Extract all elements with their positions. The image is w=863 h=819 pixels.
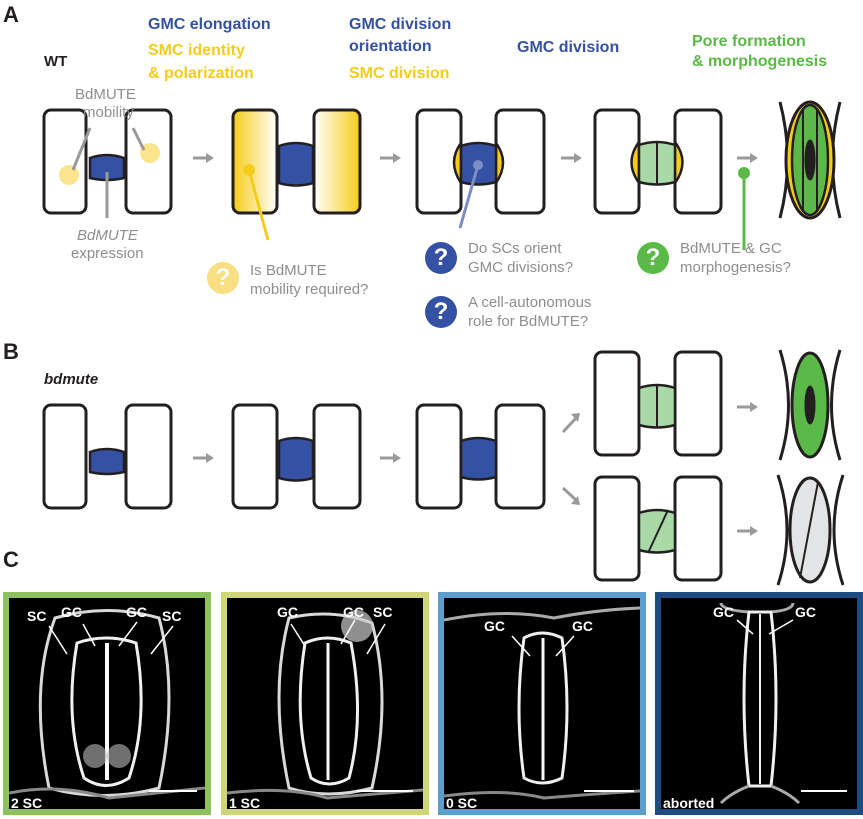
caption-1sc: 1 SC <box>229 795 260 811</box>
wt1-left-cell <box>44 110 86 213</box>
label-gc-right: GC <box>126 604 147 620</box>
question-orientation-1: Do SCs orient <box>468 240 561 258</box>
question-mobility-1: Is BdMUTE <box>250 262 327 280</box>
bdmute-mature-stoma <box>780 350 840 460</box>
label-gc-right: GC <box>795 604 816 620</box>
panel-label-a: A <box>3 3 19 28</box>
stage-gmc-elongation: GMC elongation <box>148 16 271 34</box>
genotype-bdmute: bdmute <box>44 372 98 389</box>
wt-mature-stoma <box>780 102 840 218</box>
question-icon-mobility: ? <box>207 262 239 294</box>
label-gc-left: GC <box>61 604 82 620</box>
label-sc-right: SC <box>162 608 181 624</box>
micrograph-aborted: GC GC aborted <box>655 592 863 815</box>
question-icon-morphogenesis: ? <box>637 242 669 274</box>
caption-aborted: aborted <box>663 795 714 811</box>
caption-2sc: 2 SC <box>11 795 42 811</box>
scale-bar <box>584 790 634 792</box>
stage-smc-polarization: & polarization <box>148 65 254 83</box>
question-icon-autonomous: ? <box>425 296 457 328</box>
wt1-left-smc-dot <box>59 165 79 185</box>
bdmute-lower-outcome <box>595 477 721 580</box>
stage-smc-identity: SMC identity <box>148 42 245 60</box>
question-autonomous-2: role for BdMUTE? <box>468 313 588 331</box>
arrow-b-down <box>563 488 576 500</box>
micrograph-1sc: GC GC SC 1 SC <box>221 592 429 815</box>
bdmute-stage3 <box>417 405 544 508</box>
scale-bar <box>357 790 413 792</box>
scale-bar <box>801 790 847 792</box>
wt-stage2-complex <box>233 110 360 213</box>
wt-stage4-complex <box>595 110 721 213</box>
stage-gmc-division-orientation: orientation <box>349 38 432 56</box>
expression-label-2: expression <box>71 246 144 263</box>
wt5-pore <box>805 140 815 180</box>
scale-bar <box>149 790 197 792</box>
label-gc-left: GC <box>277 604 298 620</box>
stage-morphogenesis: & morphogenesis <box>692 53 827 71</box>
wt2-gmc <box>279 143 313 186</box>
bdmute-stage2 <box>233 405 360 508</box>
stage-pore-formation: Pore formation <box>692 33 806 51</box>
mobility-label-2: mobility <box>83 105 134 122</box>
question-morphogenesis-2: morphogenesis? <box>680 259 791 277</box>
question-autonomous-1: A cell-autonomous <box>468 294 591 312</box>
micrograph-2sc: SC GC GC SC 2 SC <box>3 592 211 815</box>
bdmute-upper-outcome <box>595 352 721 455</box>
arrow-b-up <box>563 418 576 432</box>
label-sc-left: SC <box>27 608 46 624</box>
panel-label-c: C <box>3 548 19 573</box>
micrograph-0sc: GC GC 0 SC <box>438 592 646 815</box>
question-icon-orientation: ? <box>425 242 457 274</box>
label-gc-left: GC <box>713 604 734 620</box>
mobility-label-1: BdMUTE <box>75 87 136 104</box>
wt2-right-cell <box>314 110 360 213</box>
label-gc-left: GC <box>484 618 505 634</box>
label-sc: SC <box>373 604 392 620</box>
panel-label-b: B <box>3 340 19 365</box>
expression-label-1: BdMUTE <box>77 228 138 245</box>
stage-gmc-division-1: GMC division <box>349 16 451 34</box>
bdmute-aborted-stoma <box>778 475 843 585</box>
question-mobility-2: mobility required? <box>250 281 368 299</box>
stage-gmc-division: GMC division <box>517 39 619 57</box>
caption-0sc: 0 SC <box>446 795 477 811</box>
stage-smc-division: SMC division <box>349 65 449 83</box>
question-morphogenesis-1: BdMUTE & GC <box>680 240 782 258</box>
label-gc-right: GC <box>572 618 593 634</box>
genotype-wt: WT <box>44 54 67 71</box>
question-orientation-2: GMC divisions? <box>468 259 573 277</box>
bdmute-stage1 <box>44 405 171 508</box>
label-gc-right: GC <box>343 604 364 620</box>
